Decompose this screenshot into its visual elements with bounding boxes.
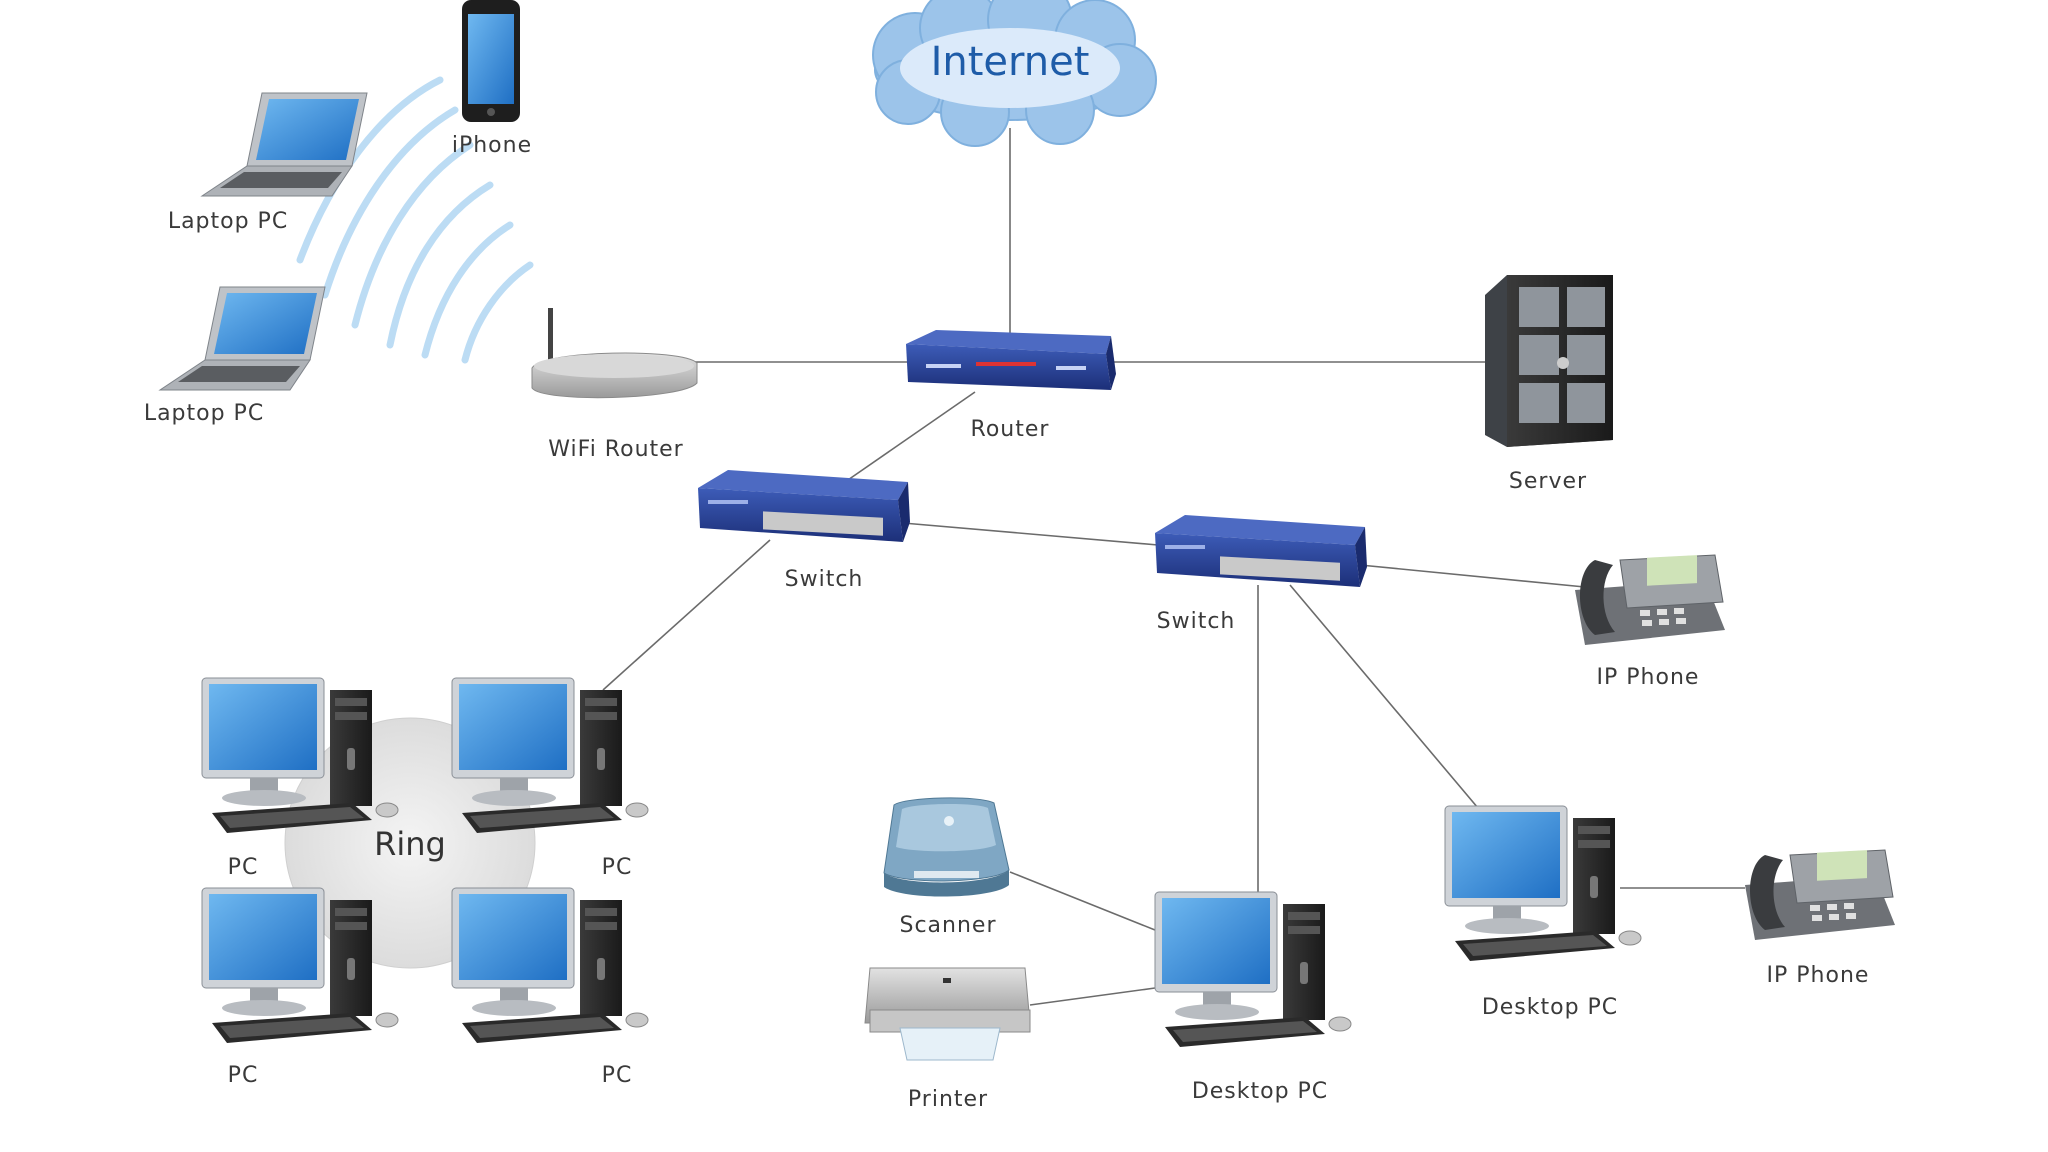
scanner-label: Scanner <box>899 913 996 938</box>
desktop-pc-icon <box>201 887 399 1044</box>
connections <box>602 128 1745 1006</box>
network-switch-icon <box>698 470 910 542</box>
desktop-pc-icon <box>451 887 649 1044</box>
printer-icon <box>864 967 1031 1061</box>
desktop-pc1-label: Desktop PC <box>1192 1079 1328 1104</box>
laptop-icon <box>159 286 326 391</box>
link-scanner-desktop <box>1009 871 1156 931</box>
pc3-label: PC <box>228 1063 259 1088</box>
wifi-signal-icon <box>296 76 534 364</box>
desktop-pc-icon <box>1444 805 1642 962</box>
pc4-label: PC <box>602 1063 633 1088</box>
link-router-switch1 <box>844 391 976 483</box>
desktop-pc2-label: Desktop PC <box>1482 995 1618 1020</box>
laptop-icon <box>201 92 368 197</box>
smartphone-icon <box>462 0 520 122</box>
iphone-label: iPhone <box>452 133 532 158</box>
pc2-label: PC <box>602 855 633 880</box>
link-switch2-desktop2 <box>1289 584 1479 809</box>
link-switch1-ring <box>602 539 771 691</box>
desktop-pc-icon <box>1154 891 1352 1048</box>
switch2-label: Switch <box>1157 609 1236 634</box>
ring-label: Ring <box>374 825 446 863</box>
router-icon <box>906 330 1116 390</box>
ip-phone-icon <box>1574 554 1726 646</box>
wifi-router-icon <box>531 308 698 399</box>
laptop1-label: Laptop PC <box>168 209 288 234</box>
wifi-router-label: WiFi Router <box>548 437 683 462</box>
server-label: Server <box>1509 469 1587 494</box>
laptop2-label: Laptop PC <box>144 401 264 426</box>
link-switch1-switch2 <box>902 522 1159 546</box>
cloud-icon: Internet <box>872 0 1157 147</box>
ip-phone-icon <box>1744 849 1896 941</box>
ip-phone1-label: IP Phone <box>1597 665 1700 690</box>
server-icon <box>1485 275 1613 447</box>
scanner-icon <box>883 797 1010 897</box>
switch1-label: Switch <box>785 567 864 592</box>
router-label: Router <box>971 417 1050 442</box>
pc1-label: PC <box>228 855 259 880</box>
network-switch-icon <box>1155 515 1367 587</box>
printer-label: Printer <box>908 1087 988 1112</box>
link-printer-desktop <box>1029 987 1156 1006</box>
ip-phone2-label: IP Phone <box>1767 963 1870 988</box>
internet-label: Internet <box>931 39 1090 85</box>
link-switch2-ipphone <box>1359 564 1596 589</box>
